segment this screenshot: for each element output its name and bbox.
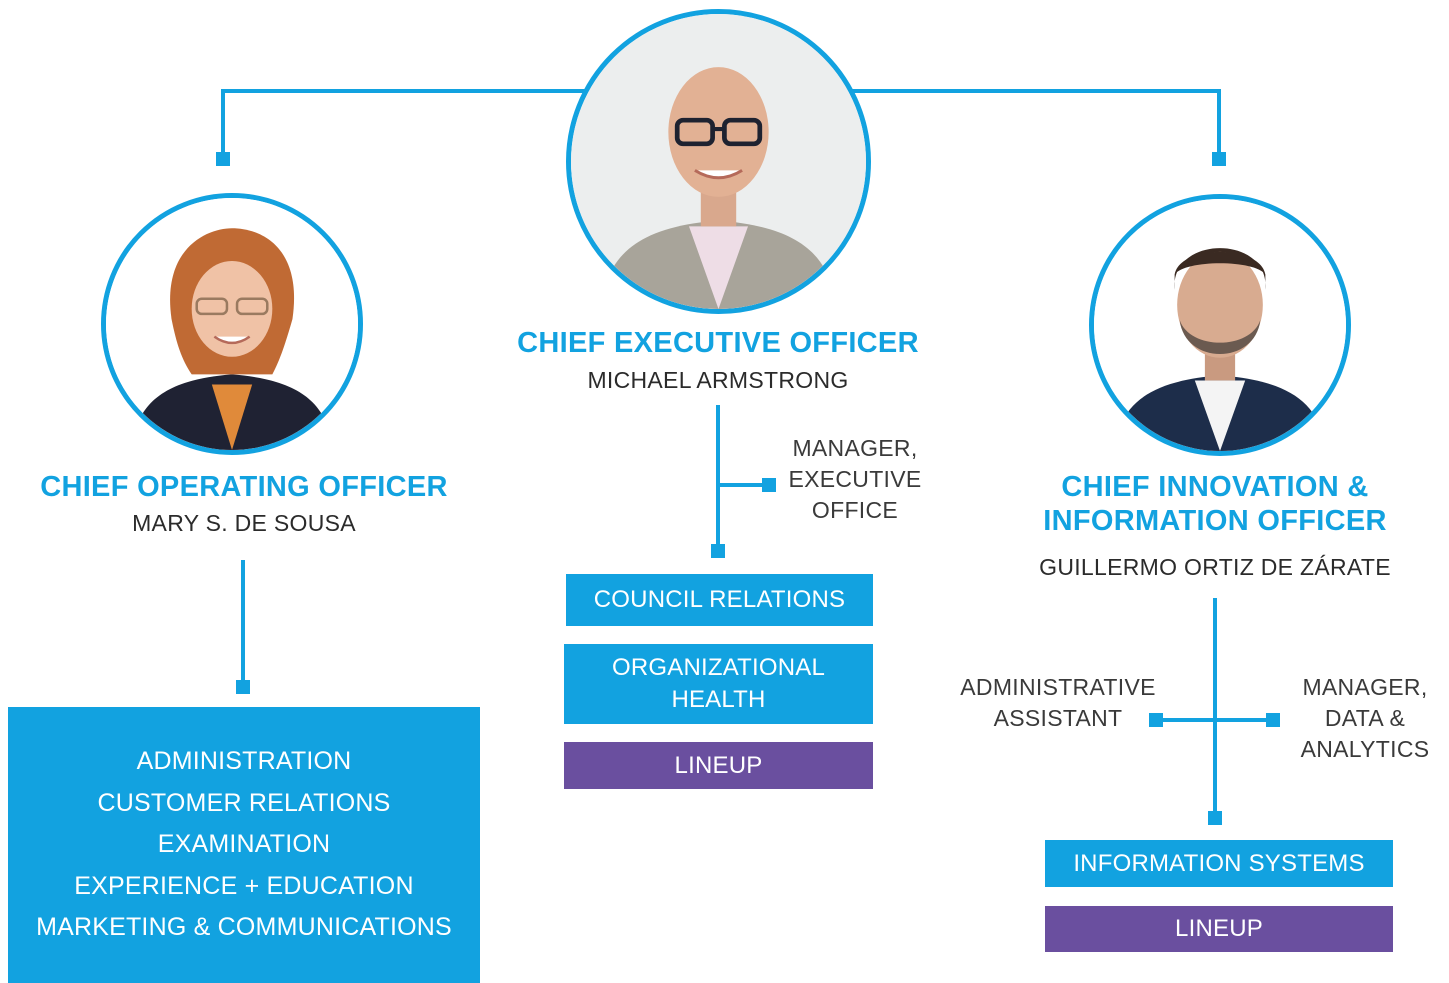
ceo-branch	[716, 483, 766, 487]
ceo-name: MICHAEL ARMSTRONG	[587, 367, 849, 393]
ceo-photo	[566, 9, 871, 314]
connector-top-right-drop	[1217, 89, 1221, 157]
cio-branch	[1153, 718, 1273, 722]
cio-node-manager	[1266, 713, 1280, 727]
person-silhouette-icon	[1094, 199, 1346, 451]
coo-spine	[241, 560, 245, 682]
coo-department-item: ADMINISTRATION	[136, 747, 352, 776]
coo-department-item: MARKETING & COMMUNICATIONS	[36, 913, 452, 942]
connector-top-left-drop	[221, 89, 225, 157]
ceo-title: CHIEF EXECUTIVE OFFICER	[517, 327, 919, 359]
connector-node-coo	[216, 152, 230, 166]
ceo-department-council-relations: COUNCIL RELATIONS	[566, 574, 873, 626]
cio-department-information-systems: INFORMATION SYSTEMS	[1045, 840, 1393, 887]
person-silhouette-icon	[106, 198, 358, 450]
coo-photo	[101, 193, 363, 455]
connector-node-cio	[1212, 152, 1226, 166]
ceo-node-departments	[711, 544, 725, 558]
cio-node-departments	[1208, 811, 1222, 825]
cio-spine	[1213, 598, 1217, 818]
coo-node-departments	[236, 680, 250, 694]
cio-node-assistant	[1149, 713, 1163, 727]
coo-department-item: EXPERIENCE + EDUCATION	[74, 871, 414, 900]
cio-name: GUILLERMO ORTIZ DE ZÁRATE	[1039, 554, 1391, 580]
coo-department-item: EXAMINATION	[157, 830, 331, 859]
coo-name: MARY S. DE SOUSA	[132, 510, 356, 536]
cio-manager-label: MANAGER, DATA & ANALYTICS	[1300, 674, 1430, 762]
ceo-manager-label: MANAGER, EXECUTIVE OFFICE	[788, 435, 922, 523]
connector-top-right	[850, 89, 1221, 93]
cio-photo	[1089, 194, 1351, 456]
coo-title: CHIEF OPERATING OFFICER	[40, 471, 448, 503]
coo-departments-box: ADMINISTRATION CUSTOMER RELATIONS EXAMIN…	[8, 707, 480, 983]
person-silhouette-icon	[571, 14, 866, 309]
ceo-lineup: LINEUP	[564, 742, 873, 789]
ceo-department-organizational-health: ORGANIZATIONAL HEALTH	[564, 644, 873, 724]
ceo-node-manager	[762, 478, 776, 492]
connector-top-left	[221, 89, 587, 93]
coo-department-item: CUSTOMER RELATIONS	[97, 788, 391, 817]
cio-lineup: LINEUP	[1045, 906, 1393, 952]
ceo-spine	[716, 405, 720, 545]
cio-title: CHIEF INNOVATION & INFORMATION OFFICER	[1043, 471, 1387, 537]
cio-assistant-label: ADMINISTRATIVE ASSISTANT	[960, 674, 1156, 731]
